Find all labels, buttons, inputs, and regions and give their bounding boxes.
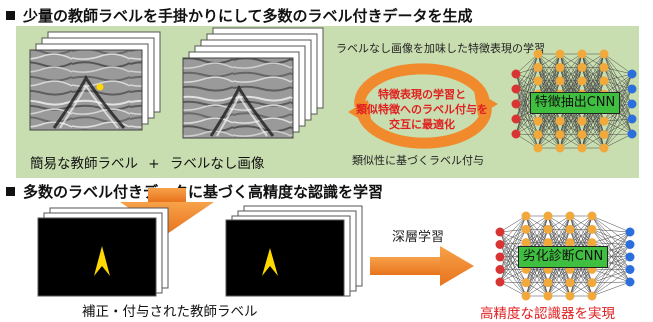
neuron-node <box>533 76 543 86</box>
label-point-icon <box>96 83 104 91</box>
neuron-node <box>587 211 597 221</box>
neuron-node <box>599 76 609 86</box>
neuron-node <box>543 278 553 288</box>
neuron-node <box>565 238 575 248</box>
label-image-stack-2 <box>225 205 363 297</box>
neuron-node <box>495 252 505 262</box>
neuron-node <box>599 116 609 126</box>
neuron-node <box>495 277 505 287</box>
neuron-node <box>599 143 609 153</box>
neuron-node <box>577 130 587 140</box>
cycle-text: 特徴表現の学習と 類似特徴へのラベル付与を 交互に最適化 <box>342 87 502 132</box>
neuron-node <box>627 129 637 139</box>
diagnosis-cnn-label: 劣化診断CNN <box>518 246 608 268</box>
neuron-node <box>599 62 609 72</box>
neuron-node <box>625 252 635 262</box>
neuron-node <box>587 238 597 248</box>
neuron-node <box>521 224 531 234</box>
cycle-arrow-top-icon <box>354 63 490 107</box>
neuron-node <box>587 278 597 288</box>
neuron-node <box>599 49 609 59</box>
neuron-node <box>625 277 635 287</box>
neuron-node <box>565 278 575 288</box>
neuron-node <box>565 291 575 301</box>
unlabeled-image-stack <box>175 26 335 152</box>
neuron-node <box>495 227 505 237</box>
neuron-node <box>577 76 587 86</box>
feature-cnn-label: 特徴抽出CNN <box>530 92 620 114</box>
neuron-node <box>587 224 597 234</box>
neuron-node <box>495 240 505 249</box>
plus-sign: + <box>148 156 160 172</box>
neuron-node <box>627 84 637 94</box>
label-shape-icon <box>262 248 278 276</box>
deep-learning-label: 深層学習 <box>392 230 445 245</box>
neuron-node <box>521 291 531 301</box>
result-caption: 高精度な認識器を実現 <box>480 306 615 322</box>
neuron-node <box>543 238 553 248</box>
neuron-node <box>599 130 609 140</box>
images-caption: 簡易な教師ラベル + ラベルなし画像 <box>30 152 264 172</box>
neuron-node <box>543 211 553 221</box>
neuron-node <box>627 114 637 124</box>
square-bullet-icon <box>6 11 15 20</box>
section1-heading: 少量の教師ラベルを手掛かりにして多数のラベル付きデータを生成 <box>6 5 473 26</box>
section2-heading-text: 多数のラベル付きデータに基づく高精度な認識を学習 <box>23 183 384 201</box>
neuron-node <box>511 114 521 124</box>
right-arrow-icon <box>370 246 474 286</box>
neuron-node <box>627 99 637 109</box>
cycle-text-line1: 特徴表現の学習と <box>378 88 466 101</box>
label-image-stack-1 <box>37 207 169 297</box>
neuron-node <box>565 224 575 234</box>
neuron-node <box>543 224 553 234</box>
cycle-text-line2: 類似特徴へのラベル付与を <box>356 103 488 116</box>
neuron-node <box>543 291 553 301</box>
neuron-node <box>587 291 597 301</box>
neuron-node <box>625 227 635 237</box>
neuron-node <box>555 49 565 59</box>
simple-labels-text: 簡易な教師ラベル <box>30 156 138 172</box>
neuron-node <box>521 238 531 248</box>
neuron-node <box>533 130 543 140</box>
feature-learning-caption: ラベルなし画像を加味した特徴表現の学習 <box>336 42 545 55</box>
neuron-node <box>511 69 521 79</box>
neuron-node <box>625 265 635 274</box>
neuron-node <box>511 129 521 139</box>
neuron-node <box>495 265 505 274</box>
unlabeled-gpr-images <box>182 27 324 139</box>
neuron-node <box>555 130 565 140</box>
neuron-node <box>555 143 565 153</box>
neuron-node <box>577 143 587 153</box>
neuron-node <box>627 69 637 79</box>
section2-heading: 多数のラベル付きデータに基づく高精度な認識を学習 <box>6 181 383 202</box>
neuron-node <box>521 278 531 288</box>
square-bullet-icon <box>6 187 15 196</box>
section1-heading-text: 少量の教師ラベルを手掛かりにして多数のラベル付きデータを生成 <box>23 7 473 25</box>
neuron-node <box>577 49 587 59</box>
neuron-node <box>533 49 543 59</box>
neuron-node <box>577 62 587 72</box>
labeled-gpr-images <box>29 31 161 131</box>
unlabeled-images-text: ラベルなし画像 <box>169 156 265 172</box>
neuron-node <box>533 62 543 72</box>
neuron-node <box>555 76 565 86</box>
neuron-node <box>565 211 575 221</box>
neuron-node <box>555 62 565 72</box>
neuron-node <box>625 240 635 249</box>
neuron-node <box>533 116 543 126</box>
neuron-node <box>511 99 521 109</box>
similarity-caption: 類似性に基づくラベル付与 <box>352 154 484 167</box>
neuron-node <box>521 211 531 221</box>
corrected-labels-caption: 補正・付与された教師ラベル <box>82 304 258 320</box>
neuron-node <box>577 116 587 126</box>
cycle-arrows <box>348 63 498 149</box>
label-shape-icon <box>94 246 110 276</box>
labeled-image-stack <box>14 30 164 150</box>
neuron-node <box>511 84 521 94</box>
cycle-arrow-bottom-icon <box>356 105 492 149</box>
neuron-node <box>533 143 543 153</box>
cycle-text-line3: 交互に最適化 <box>389 118 455 131</box>
neuron-node <box>555 116 565 126</box>
